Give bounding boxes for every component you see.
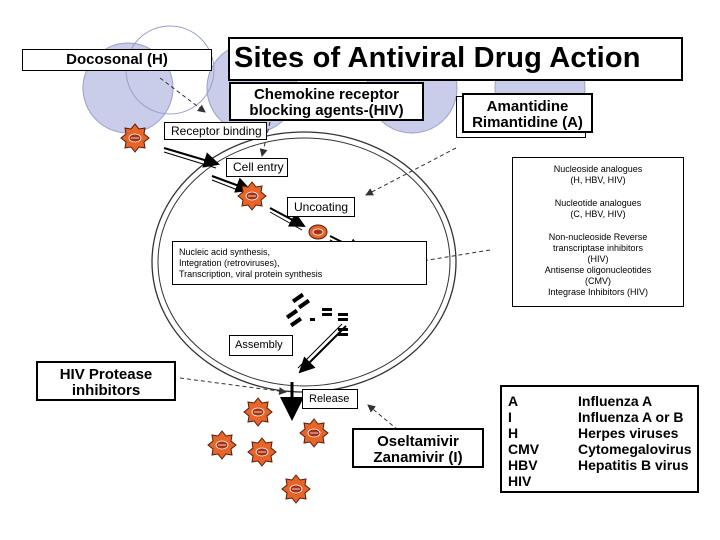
docosonal-box: Docosonal (H) [22, 49, 212, 71]
nucleoside-viruses: (H, HBV, HIV) [570, 175, 626, 185]
protease-line1: HIV Protease [59, 366, 153, 383]
virus-6-icon [247, 437, 277, 467]
chemokine-line1: Chemokine receptor [253, 86, 400, 103]
oseltamivir-line2: Zanamivir (I) [373, 449, 463, 466]
integrase-label: Integrase Inhibitors (HIV) [547, 287, 649, 297]
cell-inner-membrane [157, 137, 451, 387]
virus-7-icon [281, 474, 311, 504]
legend-row: HIV [508, 473, 697, 489]
cell-entry-label: Cell entry [233, 160, 284, 174]
protease-line2: inhibitors [71, 382, 141, 399]
virus-1-icon [120, 123, 150, 153]
oseltamivir-box: Oseltamivir Zanamivir (I) [352, 428, 484, 468]
arrow-uncoat-to-capsid [269, 207, 306, 227]
legend-abbr: HBV [508, 457, 538, 473]
legend-abbr: H [508, 425, 519, 441]
nnrti-label-2: transcriptase inhibitors [552, 243, 644, 253]
title-box [228, 37, 683, 81]
cell-entry-box: Cell entry [226, 158, 288, 177]
legend-row: I Influenza A or B [508, 409, 697, 425]
chemokine-line2: blocking agents-(HIV) [249, 102, 404, 119]
antisense-viruses: (CMV) [585, 276, 611, 286]
page-title: Sites of Antiviral Drug Action [234, 42, 641, 74]
arrow-amantidine [365, 147, 457, 196]
arrow-nucleic [415, 249, 491, 265]
legend-virus-name: Herpes viruses [578, 425, 679, 441]
virus-5-icon [207, 430, 237, 460]
nucleoside-label: Nucleoside analogues [553, 164, 643, 174]
arrow-oseltamivir [367, 404, 399, 431]
receptor-binding-box: Receptor binding [164, 122, 267, 140]
antisense-label: Antisense oligonucleotides [544, 265, 652, 275]
release-box: Release [302, 389, 358, 409]
legend-abbr: A [508, 393, 519, 409]
legend-row: H Herpes viruses [508, 425, 697, 441]
amantidine-box: Amantidine Rimantidine (A) [462, 93, 593, 133]
legend-virus-name: Influenza A or B [578, 409, 684, 425]
virus-3-icon [243, 397, 273, 427]
legend-virus-name: Hepatitis B virus [578, 457, 689, 473]
legend-box: A Influenza A I Influenza A or B H Herpes vir… [500, 385, 699, 493]
docosonal-label: Docosonal (H) [66, 51, 168, 68]
nnrti-viruses: (HIV) [587, 254, 609, 264]
synthesis-line3: Transcription, viral protein synthesis [179, 269, 323, 279]
legend-abbr: CMV [508, 441, 540, 457]
legend-row: A Influenza A [508, 393, 697, 409]
legend-abbr: HIV [508, 473, 532, 489]
arrow-docosonal [159, 77, 206, 113]
synthesis-line1: Nucleic acid synthesis, [179, 247, 271, 257]
uncoating-box: Uncoating [287, 197, 355, 217]
arrow-protease [179, 377, 287, 396]
chemokine-box: Chemokine receptor blocking agents-(HIV) [229, 82, 424, 121]
arrow-binding-to-entry [163, 147, 220, 168]
release-label: Release [309, 393, 350, 405]
uncoating-label: Uncoating [294, 200, 349, 214]
virus-icons [120, 123, 329, 504]
nucleotide-label: Nucleotide analogues [554, 198, 642, 208]
virus-2-icon [237, 181, 267, 211]
legend-abbr: I [508, 409, 512, 425]
assembly-label: Assembly [235, 339, 283, 351]
oseltamivir-line1: Oseltamivir [377, 433, 459, 450]
legend-row: CMV Cytomegalovirus [508, 441, 697, 457]
nucleic-drugs-box: Nucleoside analogues (H, HBV, HIV) Nucle… [512, 157, 684, 307]
protease-box: HIV Protease inhibitors [36, 361, 176, 401]
nnrti-label-1: Non-nucleoside Reverse [548, 232, 648, 242]
legend-virus-name: Influenza A [578, 393, 653, 409]
synthesis-line2: Integration (retroviruses), [179, 258, 280, 268]
amantidine-line2: Rimantidine (A) [472, 114, 583, 131]
capsid-icon [308, 224, 328, 240]
legend-virus-name: Cytomegalovirus [578, 441, 692, 457]
assembly-box: Assembly [229, 335, 293, 356]
nucleic-fragments [285, 292, 348, 336]
nucleotide-viruses: (C, HBV, HIV) [570, 209, 626, 219]
virus-4-icon [299, 418, 329, 448]
receptor-binding-label: Receptor binding [171, 124, 262, 138]
amantidine-line1: Amantidine [486, 98, 569, 115]
synthesis-box: Nucleic acid synthesis, Integration (ret… [172, 241, 427, 285]
legend-row: HBV Hepatitis B virus [508, 457, 697, 473]
